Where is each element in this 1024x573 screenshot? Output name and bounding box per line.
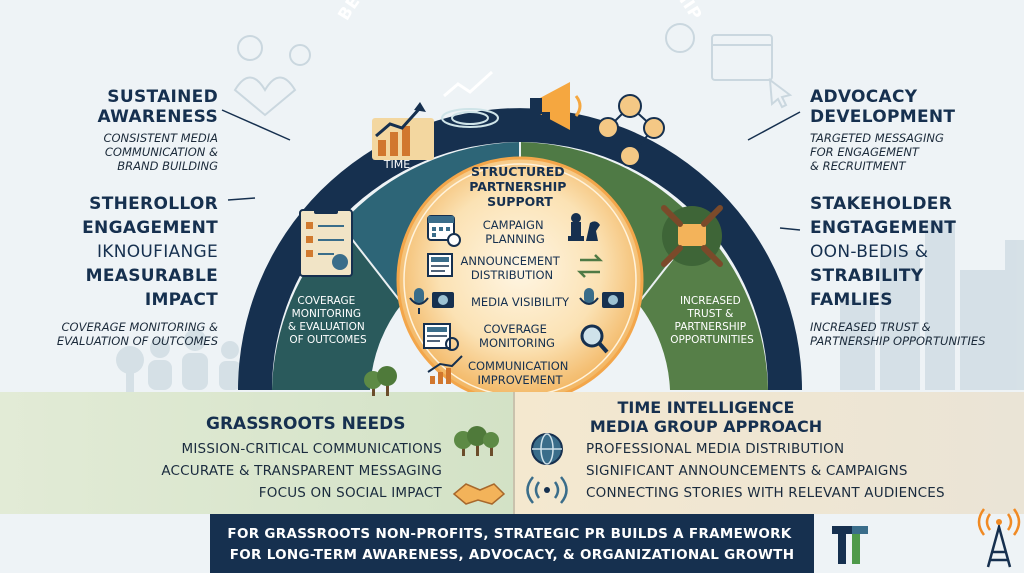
sustained-awareness-title: SUSTAINED AWARENESS	[18, 87, 218, 127]
handshake-icon	[452, 483, 506, 505]
broadcast-icon	[526, 476, 568, 504]
stakeholder-title: STAKEHOLDER ENGTAGEMENT OON-BEDIS &	[810, 192, 1020, 264]
wedge-right	[638, 224, 768, 390]
center-item-campaign-planning: CAMPAIGN PLANNING	[483, 218, 547, 246]
advocacy-development-block: ADVOCACY DEVELOPMENT TARGETED MESSAGING …	[810, 87, 1020, 173]
approach-title-line-2: MEDIA GROUP APPROACH	[589, 417, 823, 436]
trend-target-icon	[441, 70, 499, 128]
sustained-awareness-desc: CONSISTENT MEDIA COMMUNICATION & BRAND B…	[18, 131, 218, 173]
approach-item-2: SIGNIFICANT ANNOUNCEMENTS & CAMPAIGNS	[586, 463, 908, 479]
measurable-impact-desc: COVERAGE MONITORING & EVALUATION OF OUTC…	[0, 320, 218, 348]
trees-icon	[454, 426, 499, 456]
wedge-left	[272, 224, 402, 390]
advocacy-desc-line-2: FOR ENGAGEMENT	[810, 145, 919, 159]
stability-desc-line-2: PARTNERSHIP OPPORTUNITIES	[810, 334, 986, 348]
outer-ring	[238, 108, 802, 390]
footer-text: FOR GRASSROOTS NON-PROFITS, STRATEGIC PR…	[227, 526, 796, 563]
approach-panel	[514, 392, 1024, 514]
approach-title-line-1: TIME INTELLIGENCE	[617, 398, 795, 417]
center-item-media-visibility: MEDIA VISIBILITY	[471, 295, 570, 309]
web-browser-decoration	[665, 23, 793, 109]
impact-desc-line-1: COVERAGE MONITORING &	[61, 320, 218, 334]
advocacy-title: ADVOCACY DEVELOPMENT	[810, 87, 1020, 127]
stakeholder-block: STAKEHOLDER ENGTAGEMENT OON-BEDIS & STRA…	[810, 192, 1020, 348]
trees-icon-top	[364, 366, 397, 396]
advocacy-desc-line-1: TARGETED MESSAGING	[810, 131, 944, 145]
center-title: STRUCTURED PARTNERSHIP SUPPORT	[469, 164, 571, 209]
camera-icon-left	[432, 292, 454, 308]
approach-item-3: CONNECTING STORIES WITH RELEVANT AUDIENC…	[586, 485, 945, 501]
impact-title-line-1: MEASURABLE	[85, 266, 218, 286]
center-item-communication-improvement: COMMUNICATION IMPROVEMENT	[468, 359, 572, 387]
improvement-chart-icon	[427, 355, 463, 384]
grassroots-panel	[0, 392, 514, 514]
calendar-icon	[427, 215, 461, 247]
impact-desc-line-2: EVALUATION OF OUTCOMES	[56, 334, 218, 348]
measurable-impact-title: MEASURABLE IMPACT	[0, 264, 218, 312]
megaphone-icon	[530, 82, 582, 134]
advocacy-title-line-2: DEVELOPMENT	[810, 107, 956, 127]
chess-pieces-icon	[568, 213, 600, 241]
company-logo	[832, 526, 868, 564]
joined-hands-icon	[661, 205, 723, 267]
radio-tower-icon	[977, 508, 1021, 568]
engagement-line-1: STHEROLLOR	[89, 194, 218, 214]
sustained-title-line-1: SUSTAINED	[107, 87, 218, 107]
sustained-desc-line-3: BRAND BUILDING	[117, 159, 218, 173]
newspaper-icon	[423, 323, 459, 351]
trust-wedge-label: INCREASED TRUST & PARTNERSHIP OPPORTUNIT…	[670, 295, 754, 346]
engagement-block: STHEROLLOR ENGAGEMENT IKNOUFIANGE MEASUR…	[0, 192, 218, 348]
stability-title: STRABILITY FAMLIES	[810, 264, 1020, 312]
press-release-icon	[427, 253, 453, 277]
engagement-line-3: IKNOUFIANGE	[96, 242, 218, 262]
microphone-icon	[409, 288, 429, 314]
grassroots-item-2: ACCURATE & TRANSPARENT MESSAGING	[161, 463, 442, 479]
network-people-icon	[597, 94, 665, 167]
stakeholder-line-3: OON-BEDIS &	[810, 242, 929, 262]
footer-banner	[210, 514, 814, 573]
stakeholder-line-1: STAKEHOLDER	[810, 194, 953, 214]
grassroots-item-1: MISSION-CRITICAL COMMUNICATIONS	[181, 441, 442, 457]
stability-title-line-1: STRABILITY	[810, 266, 924, 286]
advocacy-title-line-1: ADVOCACY	[810, 87, 918, 107]
engagement-title: STHEROLLOR ENGAGEMENT IKNOUFIANGE	[0, 192, 218, 264]
stability-desc-line-1: INCREASED TRUST &	[810, 320, 931, 334]
advocacy-desc-line-3: & RECRUITMENT	[810, 159, 906, 173]
growth-chart-icon	[372, 102, 434, 160]
sustained-awareness-block: SUSTAINED AWARENESS CONSISTENT MEDIA COM…	[18, 87, 218, 173]
camera-icon-right	[602, 292, 624, 308]
engagement-line-2: ENGAGEMENT	[82, 218, 218, 238]
advocacy-desc: TARGETED MESSAGING FOR ENGAGEMENT & RECR…	[810, 131, 1020, 173]
city-skyline-decoration	[840, 220, 1024, 390]
leader-lines	[221, 109, 801, 231]
sustained-desc-line-1: CONSISTENT MEDIA	[103, 131, 218, 145]
clipboard-checklist-icon	[299, 204, 353, 277]
heart-hands-decoration	[233, 35, 311, 117]
approach-title: TIME INTELLIGENCE MEDIA GROUP APPROACH	[556, 398, 856, 436]
impact-title-line-2: IMPACT	[144, 290, 218, 310]
coverage-wedge-label: COVERAGE MONITORING & EVALUATION OF OUTC…	[288, 295, 368, 346]
magnifier-icon	[580, 324, 609, 354]
globe-icon	[531, 433, 563, 465]
stability-desc: INCREASED TRUST & PARTNERSHIP OPPORTUNIT…	[810, 320, 1020, 348]
people-decoration	[116, 329, 241, 392]
exchange-arrows-icon	[576, 254, 604, 278]
center-item-announcement-distribution: ANNOUNCEMENT DISTRIBUTION	[461, 254, 564, 282]
time-label: TIME	[383, 158, 410, 171]
sustained-title-line-2: AWARENESS	[97, 107, 218, 127]
center-item-coverage-monitoring: COVERAGE MONITORING	[479, 322, 555, 350]
grassroots-title: GRASSROOTS NEEDS	[206, 414, 406, 434]
stability-title-line-2: FAMLIES	[810, 290, 893, 310]
sustained-desc-line-2: COMMUNICATION &	[104, 145, 218, 159]
grassroots-item-3: FOCUS ON SOCIAL IMPACT	[258, 485, 442, 501]
microphone-icon-right	[579, 288, 599, 305]
stakeholder-line-2: ENGTAGEMENT	[810, 218, 957, 238]
approach-item-1: PROFESSIONAL MEDIA DISTRIBUTION	[586, 441, 845, 457]
